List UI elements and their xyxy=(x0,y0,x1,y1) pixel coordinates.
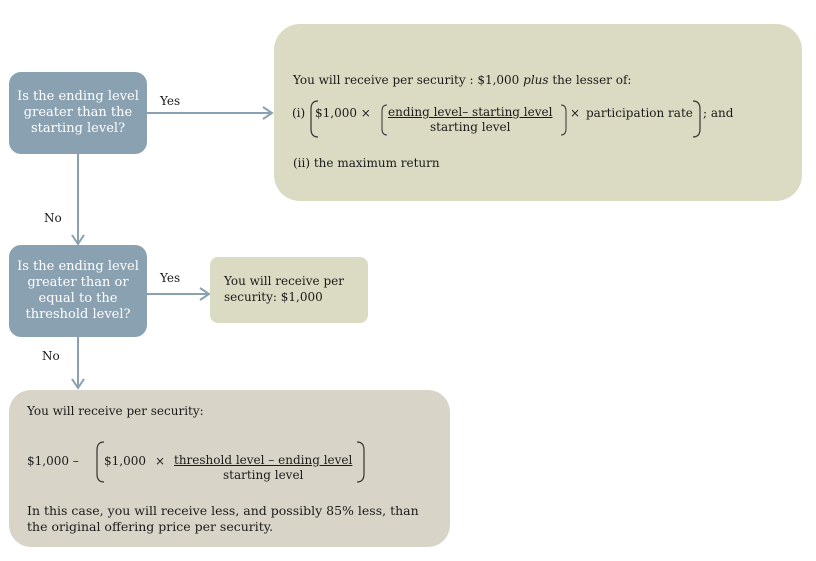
paren-left-loss xyxy=(96,441,105,483)
gain-fraction-numerator: ending level– starting level xyxy=(388,105,553,119)
loss-fraction-numerator: threshold level – ending level xyxy=(174,453,353,467)
gain-times: × xyxy=(570,106,581,120)
gain-item-ii: (ii) the maximum return xyxy=(293,156,440,170)
loss-note: In this case, you will receive less, and… xyxy=(27,503,419,534)
edge-label-q2-yes: Yes xyxy=(160,271,181,285)
loss-inner-amount: $1,000 xyxy=(104,454,146,468)
decision-node-ending-vs-threshold: Is the ending level greater than or equa… xyxy=(9,245,147,337)
arrowhead-q1-no xyxy=(71,234,85,246)
result-node-par: You will receive per security: $1,000 xyxy=(210,257,368,323)
decision-question-2: Is the ending level greater than or equa… xyxy=(17,259,139,322)
gain-intro-prefix: You will receive per security : $1,000 xyxy=(293,73,524,87)
gain-item-i-amount: $1,000 × xyxy=(315,106,371,120)
loss-intro: You will receive per security: xyxy=(27,404,204,418)
big-paren-left-i xyxy=(310,100,319,138)
paren-left-fraction-i xyxy=(381,104,388,136)
gain-item-i-suffix: ; and xyxy=(703,106,734,120)
gain-fraction-denominator: starting level xyxy=(430,120,511,134)
big-paren-right-i xyxy=(692,100,701,138)
loss-lhs: $1,000 – xyxy=(27,454,79,468)
arrowhead-q2-yes xyxy=(199,287,211,301)
par-result-text: You will receive per security: $1,000 xyxy=(224,274,344,304)
paren-right-fraction-i xyxy=(560,104,567,136)
loss-fraction-denominator: starting level xyxy=(222,468,304,482)
edge-label-q1-yes: Yes xyxy=(160,94,181,108)
gain-intro-plus: plus xyxy=(523,73,549,87)
gain-item-i-label: (i) xyxy=(292,106,306,120)
edge-label-q2-no: No xyxy=(42,349,60,363)
result-node-gain xyxy=(274,24,802,201)
loss-fraction: threshold level – ending level starting … xyxy=(174,453,352,483)
paren-right-loss xyxy=(356,441,365,483)
loss-times: × xyxy=(155,454,166,468)
gain-intro-suffix: the lesser of: xyxy=(548,73,632,87)
gain-fraction: ending level– starting level starting le… xyxy=(388,105,552,135)
gain-intro: You will receive per security : $1,000 p… xyxy=(293,73,631,87)
decision-node-ending-vs-starting: Is the ending level greater than the sta… xyxy=(9,72,147,154)
arrowhead-q1-yes xyxy=(262,106,274,120)
arrowhead-q2-no xyxy=(71,378,85,390)
edge-label-q1-no: No xyxy=(44,211,62,225)
gain-participation-rate: participation rate xyxy=(586,106,693,120)
decision-question-1: Is the ending level greater than the sta… xyxy=(17,89,139,136)
result-node-loss xyxy=(9,390,450,547)
